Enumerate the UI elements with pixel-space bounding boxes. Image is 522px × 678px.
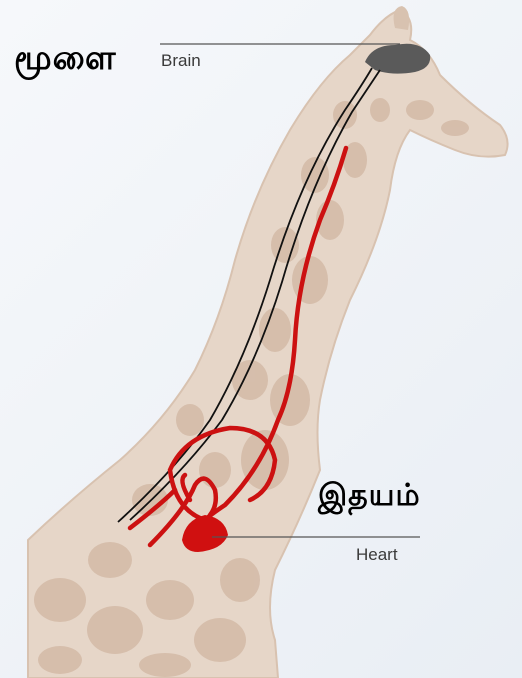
heart-label-tamil: இதயம் bbox=[318, 478, 421, 517]
brain-label-english: Brain bbox=[161, 51, 201, 71]
brain-label-tamil: மூளை bbox=[14, 38, 117, 82]
heart-label-english: Heart bbox=[356, 545, 398, 565]
giraffe-horn bbox=[394, 6, 410, 30]
